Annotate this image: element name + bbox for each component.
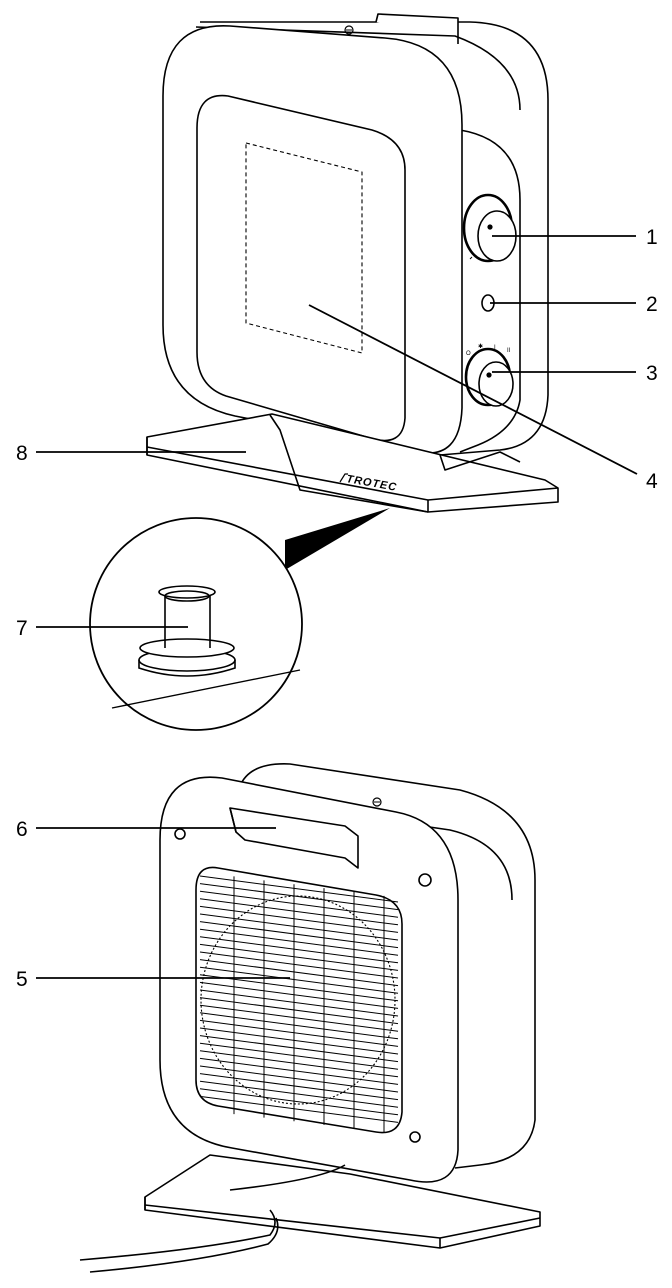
callout-5: 5: [16, 968, 28, 991]
grille-slat: [199, 890, 399, 918]
grille-slat: [199, 921, 399, 949]
callout-labels: 1 2 3 4 5 6 7 8: [16, 226, 658, 991]
top-screw: [344, 25, 354, 35]
grille-slat: [199, 905, 399, 933]
mount-hole-top-left: [174, 828, 186, 840]
grille-slat: [199, 943, 399, 971]
heater-front-view: O ✱ I II TROTEC: [146, 13, 559, 513]
rear-stand-base: [144, 1154, 541, 1249]
rear-housing-top: [239, 763, 536, 1169]
grille-slat: [199, 883, 399, 911]
mount-hole-top-right: [418, 873, 432, 887]
svg-text:I: I: [494, 345, 496, 351]
grille-slat: [199, 1050, 399, 1078]
grille-slat: [199, 1080, 399, 1108]
callout-3: 3: [646, 362, 658, 385]
grille-slat: [199, 1057, 399, 1085]
grille-slat: [199, 1012, 399, 1040]
rubber-foot: [138, 585, 236, 677]
heating-element-area: [245, 142, 363, 354]
mode-switch-knob: O ✱ I II: [464, 343, 514, 407]
grille-slat: [199, 1095, 399, 1123]
grille-slat: [199, 898, 399, 926]
rear-top-screw: [372, 797, 382, 807]
grille-slat: [199, 974, 399, 1002]
power-cord: [79, 1209, 276, 1261]
grille-slat: [199, 966, 399, 994]
callout-2: 2: [646, 293, 658, 316]
callout-1: 1: [646, 226, 658, 249]
grille-slat: [199, 981, 399, 1009]
carry-handle: [229, 807, 359, 869]
heater-rear-view: [79, 763, 541, 1273]
grille-slat: [199, 1019, 399, 1047]
magnifier-pointer: [285, 508, 390, 570]
callout-8: 8: [16, 442, 28, 465]
grille-slat: [199, 928, 399, 956]
housing-top-surface: [195, 26, 521, 111]
grille-slat: [199, 997, 399, 1025]
fan-guard-circle: [200, 895, 396, 1105]
callout-6: 6: [16, 818, 28, 841]
housing-back-outline: [200, 21, 549, 456]
front-frame-outer: [162, 25, 463, 454]
grille-slat: [199, 913, 399, 941]
detail-magnifier: [89, 508, 390, 731]
grille-slat: [199, 1004, 399, 1032]
grille-slat: [199, 875, 399, 903]
stand-base: [146, 413, 559, 513]
callout-4: 4: [646, 470, 658, 493]
side-panel: [459, 129, 521, 453]
grille-slat: [199, 1042, 399, 1070]
callout-leaders: [36, 235, 638, 979]
svg-text:O: O: [466, 351, 471, 357]
leader-4: [308, 304, 638, 475]
callout-7: 7: [16, 617, 28, 640]
grille-slat: [199, 989, 399, 1017]
grille-slat: [199, 1035, 399, 1063]
mount-hole-bottom-right: [409, 1131, 421, 1143]
grille-bars: [199, 875, 399, 1133]
grille-slat: [199, 1027, 399, 1055]
thermostat-knob: [462, 193, 517, 263]
magnifier-circle: [89, 517, 303, 731]
grille-slat: [199, 1065, 399, 1093]
grille-slat: [199, 936, 399, 964]
grille-slat: [199, 1088, 399, 1116]
top-handle: [375, 13, 459, 44]
svg-text:II: II: [507, 348, 511, 354]
grille-slat: [199, 951, 399, 979]
stand-neck: [269, 414, 429, 513]
svg-text:✱: ✱: [478, 343, 483, 350]
grille-slat: [199, 959, 399, 987]
